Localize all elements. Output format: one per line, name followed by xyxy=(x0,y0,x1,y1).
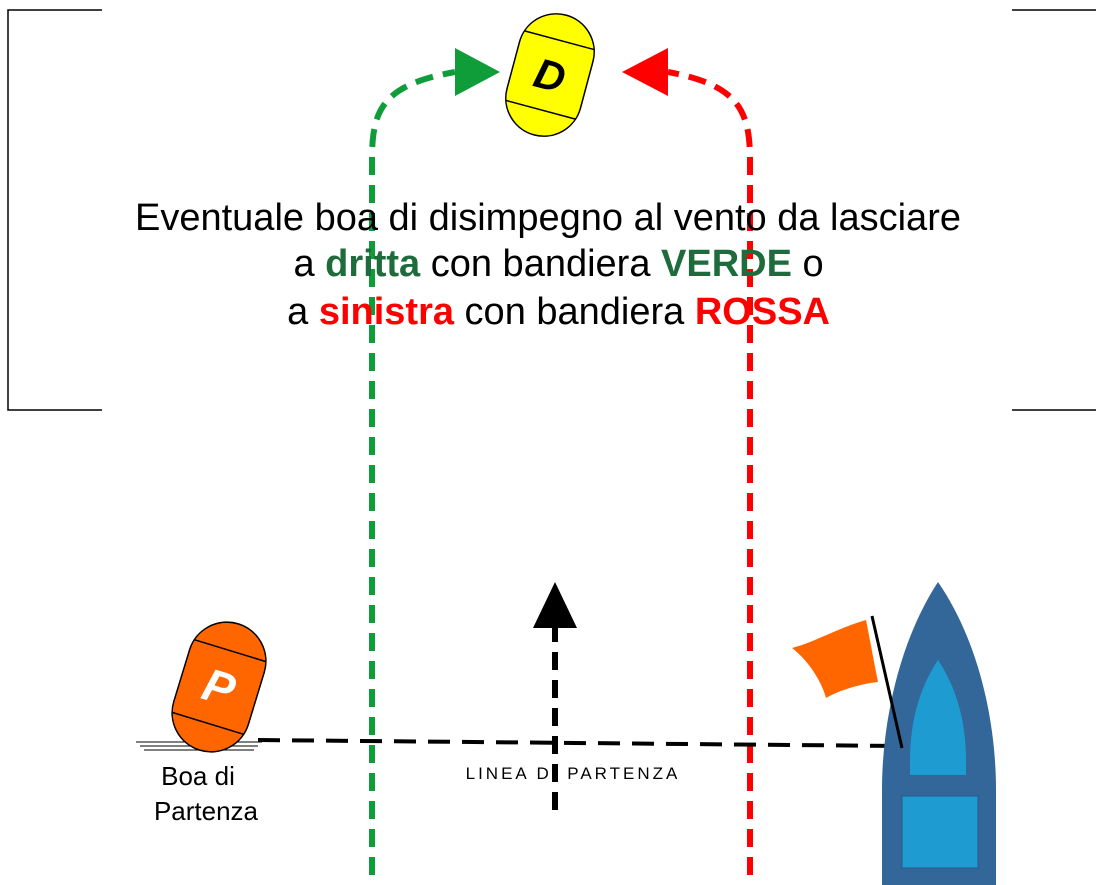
course-direction-arrow xyxy=(533,582,577,810)
caption-line-2: a dritta con bandiera VERDE o xyxy=(241,243,856,285)
red-route-arrowhead xyxy=(622,48,668,96)
offset-buoy-band-top xyxy=(524,30,595,51)
caption-sinistra: sinistra xyxy=(319,291,455,333)
start-line-label: LINEA DI PARTENZA xyxy=(466,764,681,783)
start-buoy: P xyxy=(136,621,267,753)
red-route xyxy=(622,48,753,875)
green-route-arrowhead xyxy=(455,48,500,96)
start-line xyxy=(257,738,901,748)
caption-dritta: dritta xyxy=(325,243,421,285)
offset-buoy-band-bottom xyxy=(505,99,576,120)
start-buoy-label-line-1: Boa di xyxy=(161,761,235,791)
caption-line-3: a sinistra con bandiera ROSSA xyxy=(234,291,861,333)
flag xyxy=(792,620,878,698)
start-buoy-band-top xyxy=(194,639,266,663)
boat-deck-bow xyxy=(910,660,966,775)
caption-line-1: Eventuale boa di disimpegno al vento da … xyxy=(135,197,961,239)
caption-line-3-b: con bandiera xyxy=(454,291,695,333)
offset-buoy: D xyxy=(505,13,595,137)
boat-deck-cabin xyxy=(901,795,979,869)
committee-boat xyxy=(792,582,996,885)
green-route-path xyxy=(369,69,456,875)
green-route xyxy=(369,48,500,875)
caption-verde: VERDE xyxy=(661,243,792,285)
red-route-path xyxy=(667,69,753,875)
start-buoy-band-bottom xyxy=(172,711,244,735)
caption-line-3-a: a xyxy=(287,291,319,333)
frame-bracket xyxy=(7,9,1096,411)
start-buoy-label-line-2: Partenza xyxy=(154,796,259,826)
caption-line-2-a: a xyxy=(293,243,325,285)
caption-line-2-c: o xyxy=(792,243,824,285)
course-direction-arrowhead xyxy=(533,582,577,628)
flag-pole xyxy=(870,615,904,749)
caption-rossa: ROSSA xyxy=(695,291,830,333)
caption-line-2-b: con bandiera xyxy=(420,243,661,285)
frame-left-bracket xyxy=(7,9,102,411)
